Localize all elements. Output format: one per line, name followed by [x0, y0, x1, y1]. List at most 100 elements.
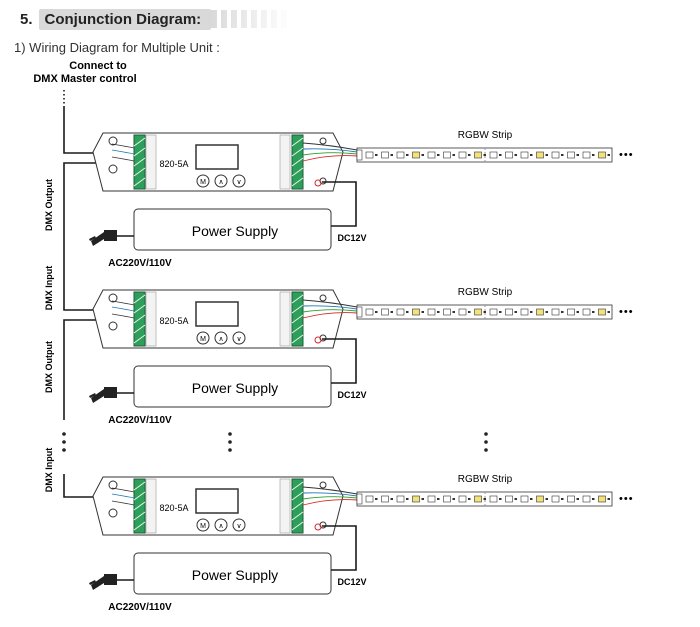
strip-label: RGBW Strip — [458, 130, 513, 141]
resistor — [468, 498, 471, 500]
resistor — [452, 154, 455, 156]
button-icon-2 — [214, 518, 228, 532]
power-supply-label: Power Supply — [192, 380, 278, 396]
button-icon-1 — [196, 174, 210, 188]
terminal-screw — [133, 294, 146, 304]
led-chip — [443, 495, 451, 503]
strip-label: RGBW Strip — [458, 287, 513, 298]
section-title: Conjunction Diagram: — [38, 8, 212, 30]
resistor — [607, 154, 610, 156]
resistor — [390, 498, 393, 500]
continuation-dot — [228, 432, 232, 436]
terminal-screw — [291, 334, 304, 344]
ac-label: AC220V/110V — [108, 415, 172, 426]
terminal-screw — [133, 324, 146, 334]
dmx-core-wire — [111, 143, 135, 149]
led-chip — [536, 308, 544, 316]
led-chip — [474, 308, 482, 316]
led-chip — [427, 308, 436, 316]
terminal-screw — [291, 481, 304, 491]
ac-plug-icon — [104, 387, 117, 398]
continuation-dot — [62, 448, 66, 452]
button-label: M — [200, 179, 206, 186]
resistor — [390, 311, 393, 313]
resistor — [375, 311, 378, 313]
terminal-screw — [291, 491, 304, 501]
button-label: ∨ — [236, 179, 241, 186]
led-chip — [396, 308, 405, 316]
resistor — [437, 154, 440, 156]
led-chip — [443, 308, 451, 316]
resistor — [514, 154, 517, 156]
terminal-screw — [133, 304, 146, 314]
led-chip — [520, 151, 529, 159]
continuation-dot — [228, 448, 232, 452]
ac-plug-pin — [91, 576, 104, 590]
resistor — [483, 498, 486, 500]
resistor — [468, 154, 471, 156]
dmx-terminal-legend — [145, 134, 157, 190]
button-label: ∧ — [218, 523, 223, 530]
output-wire — [302, 496, 358, 500]
led-chip — [567, 151, 575, 159]
led-chip — [536, 495, 544, 503]
resistor — [437, 498, 440, 500]
lcd-display — [195, 488, 239, 514]
led-chip — [458, 495, 467, 503]
mount-hole-icon — [108, 136, 118, 146]
terminal-screw — [291, 324, 304, 334]
ac-plug-pin — [91, 232, 104, 246]
terminal-screw — [291, 147, 304, 157]
output-terminal-legend — [279, 291, 291, 347]
output-terminal-legend — [279, 134, 291, 190]
led-chip — [427, 151, 436, 159]
button-icon-3 — [232, 518, 246, 532]
led-chip — [489, 495, 498, 503]
dmx-core-wire — [111, 149, 135, 155]
led-chip — [412, 308, 420, 316]
led-chip — [505, 308, 513, 316]
led-chip — [520, 495, 529, 503]
lcd-display — [195, 301, 239, 327]
mount-hole-icon — [108, 480, 118, 490]
terminal-screw — [291, 521, 304, 531]
strip-continuation: ••• — [619, 493, 634, 505]
dmx-label-2: DMX Input — [44, 266, 54, 311]
led-chip — [458, 308, 467, 316]
continuation-dot — [62, 432, 66, 436]
resistor — [576, 311, 579, 313]
led-chip — [458, 151, 467, 159]
output-wire — [302, 312, 358, 319]
resistor — [406, 311, 409, 313]
power-supply-box — [133, 365, 332, 408]
resistor — [592, 311, 595, 313]
led-chip — [582, 151, 591, 159]
dmx-terminal-legend — [145, 478, 157, 534]
led-chip — [365, 495, 374, 503]
terminal-screw — [133, 334, 146, 344]
section-heading: 5. Conjunction Diagram: — [20, 8, 292, 30]
led-chip — [598, 495, 606, 503]
continuation-dot — [228, 440, 232, 444]
button-label: M — [200, 523, 206, 530]
power-supply-label: Power Supply — [192, 223, 278, 239]
ac-plug-icon — [104, 574, 117, 585]
dmx-core-wire — [111, 306, 135, 312]
resistor — [607, 498, 610, 500]
led-chip — [365, 308, 374, 316]
dmx-core-wire — [111, 493, 135, 499]
model-label: 820-5A — [159, 503, 188, 513]
led-chip — [396, 151, 405, 159]
dmx-link-wire-1 — [63, 162, 112, 311]
power-supply-label: Power Supply — [192, 567, 278, 583]
resistor — [406, 154, 409, 156]
output-terminal-legend — [279, 478, 291, 534]
model-label: 820-5A — [159, 159, 188, 169]
led-chip — [489, 308, 498, 316]
led-chip — [396, 495, 405, 503]
resistor — [437, 311, 440, 313]
terminal-screw — [133, 521, 146, 531]
resistor — [468, 311, 471, 313]
terminal-screw — [133, 137, 146, 147]
